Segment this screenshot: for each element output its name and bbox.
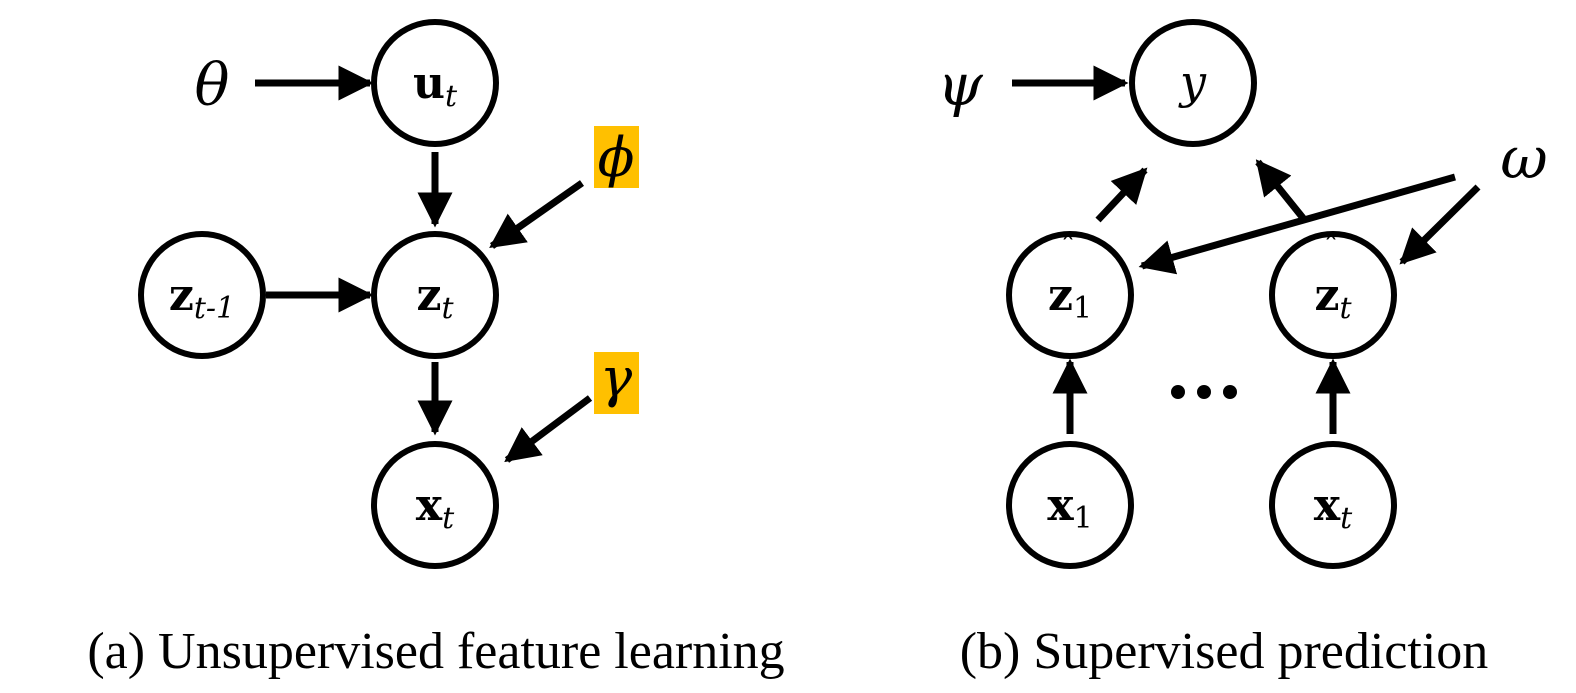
svg-text:zt-1: zt-1 (169, 270, 235, 326)
node-u: ut (371, 19, 499, 147)
node-x1: x1 (1006, 441, 1134, 569)
node-u-main: u (413, 58, 445, 109)
ellipsis-icon (1171, 385, 1237, 399)
node-x-main: x (416, 480, 443, 531)
node-zhatt: ˆ zt (1269, 231, 1397, 359)
node-xt-main: x (1314, 480, 1341, 531)
svg-text:ut: ut (413, 58, 458, 114)
svg-text:x1: x1 (1047, 480, 1092, 536)
param-omega: ω (1500, 124, 1547, 192)
edge-gamma-to-x (504, 395, 593, 463)
caption-b: (b) Supervised prediction (960, 623, 1489, 680)
node-zprev-sub: t-1 (194, 291, 235, 326)
node-z-sub: t (441, 291, 454, 326)
svg-text:z1: z1 (1048, 270, 1092, 326)
hat-accent-icon: ˆ (1324, 231, 1339, 266)
svg-text:zt: zt (1314, 270, 1352, 326)
svg-text:zt: zt (416, 270, 454, 326)
node-z-main: z (416, 270, 441, 321)
param-phi: ϕ (598, 126, 635, 189)
node-zhat1: ˆ z1 (1006, 231, 1134, 359)
svg-text:xt: xt (416, 480, 455, 536)
node-zprev: zt-1 (138, 231, 266, 359)
node-u-sub: t (445, 79, 458, 114)
param-gamma: γ (600, 346, 633, 409)
edge-phi-to-z (489, 180, 585, 249)
edge-omega-to-zhat1 (1138, 173, 1456, 275)
edge-zhat1-to-y (1095, 167, 1148, 223)
phi-highlight (594, 126, 639, 188)
node-xt: xt (1269, 441, 1397, 569)
param-theta: θ (195, 51, 230, 119)
node-zhatt-sub: t (1339, 291, 1352, 326)
node-zhatt-main: z (1314, 270, 1339, 321)
node-zhat1-sub: 1 (1073, 291, 1092, 326)
node-zprev-main: z (169, 270, 194, 321)
caption-a: (a) Unsupervised feature learning (87, 623, 784, 680)
node-z: zt (371, 231, 499, 359)
edge-zhatt-to-y (1255, 159, 1306, 221)
hat-accent-icon: ˆ (1061, 231, 1076, 266)
node-x1-main: x (1047, 480, 1074, 531)
edge-omega-to-zhatt (1399, 184, 1481, 265)
node-xt-sub: t (1340, 501, 1353, 536)
node-y: y (1129, 19, 1257, 147)
node-x1-sub: 1 (1074, 501, 1093, 536)
gamma-highlight (594, 352, 639, 414)
node-y-main: y (1178, 55, 1207, 109)
param-psi: ψ (937, 51, 983, 119)
panel-a: ut zt zt-1 xt θ ϕ γ (a) Unsupervised fea… (87, 19, 785, 680)
node-x-sub: t (442, 501, 455, 536)
node-x: xt (371, 441, 499, 569)
svg-text:xt: xt (1314, 480, 1353, 536)
node-zhat1-main: z (1048, 270, 1073, 321)
panel-b: y ˆ z1 ˆ zt x1 xt (937, 19, 1548, 680)
